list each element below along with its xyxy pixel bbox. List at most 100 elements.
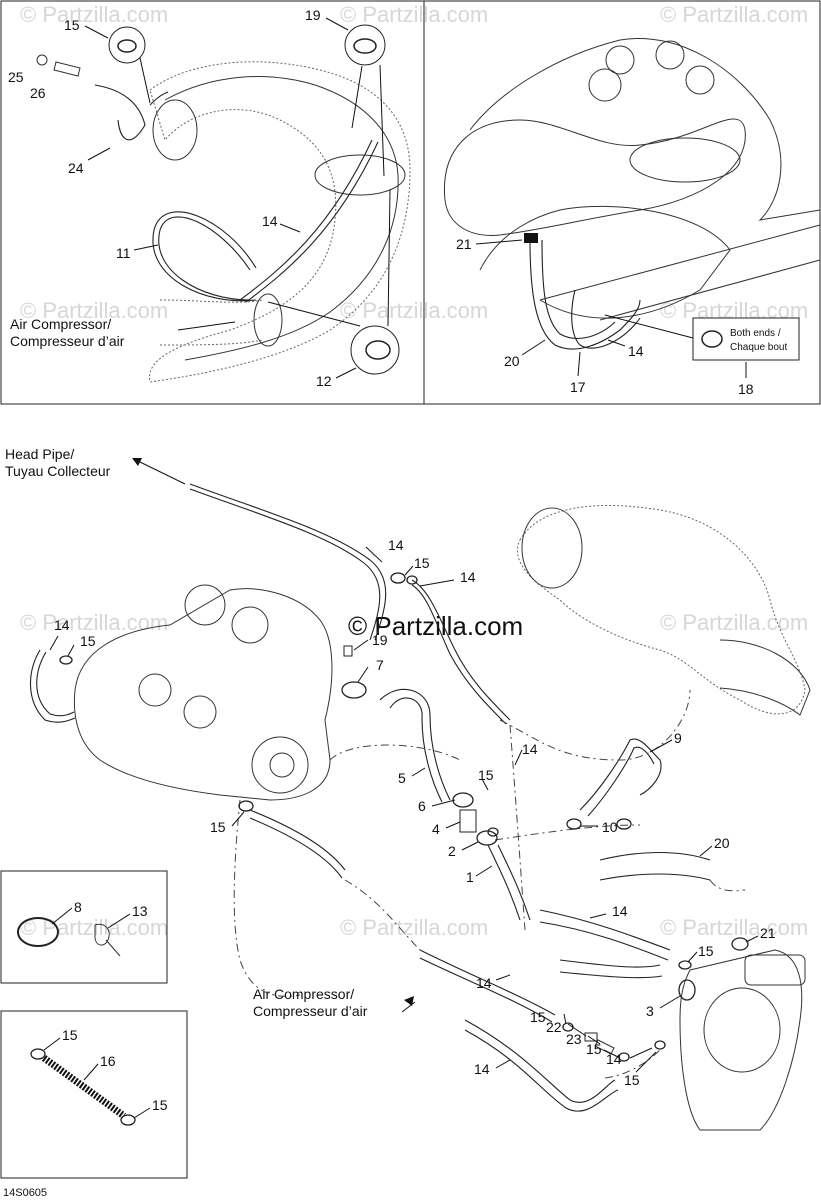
head-pipe-flange	[152, 99, 198, 161]
clamp-2	[476, 830, 498, 846]
callout-19: 19	[305, 7, 321, 23]
watermark-text: © Partzilla.com	[340, 2, 488, 27]
callout-14: 14	[606, 1051, 622, 1067]
clamp-icon	[238, 800, 254, 812]
leader-line	[604, 314, 694, 339]
clamp-21	[731, 937, 749, 951]
flywheel-cover	[251, 736, 309, 794]
connector-4	[459, 809, 477, 833]
leader-line	[107, 913, 131, 929]
callout-15: 15	[64, 17, 80, 33]
leader-line	[177, 321, 236, 331]
clamp-note-box	[692, 317, 800, 361]
hose-14-bottom	[464, 1019, 619, 1112]
routing-line	[499, 689, 691, 761]
clamp-6	[452, 792, 474, 808]
callout-14: 14	[460, 569, 476, 585]
leader-line	[387, 189, 391, 327]
leader-line	[563, 1013, 567, 1025]
callout-14: 14	[262, 213, 278, 229]
inset-seal-clamp: 8 13	[0, 870, 168, 984]
leader-line	[87, 147, 111, 161]
jet-pump-housing	[679, 949, 803, 1131]
pipe-sleeve	[719, 639, 811, 716]
watermark-text: © Partzilla.com	[660, 2, 808, 27]
valve-22	[584, 1032, 598, 1042]
throttle-body	[183, 695, 217, 729]
leader-line	[445, 821, 461, 829]
callout-6: 6	[418, 798, 426, 814]
cap-25	[36, 54, 48, 66]
leader-line	[745, 935, 759, 943]
watermark-text: © Partzilla.com	[660, 610, 808, 635]
clamp-icon	[353, 38, 377, 54]
clamp-callout-circle	[350, 325, 400, 375]
callout-15: 15	[624, 1072, 640, 1088]
callout-15: 15	[478, 767, 494, 783]
engine-cap	[231, 606, 269, 644]
tuned-pipe-outline	[516, 504, 806, 715]
clamp-icon	[30, 1048, 46, 1060]
hose-20	[599, 852, 711, 881]
leader-line	[495, 1059, 511, 1069]
callout-4: 4	[432, 821, 440, 837]
callout-25: 25	[8, 69, 24, 85]
callout-15: 15	[210, 819, 226, 835]
hose-14-mid	[539, 909, 671, 961]
fitting-3	[678, 979, 696, 1001]
leader-line	[353, 639, 369, 651]
leader-line	[357, 666, 369, 683]
leader-line	[495, 974, 511, 981]
hose-14-lower	[559, 959, 663, 979]
hose-to-head	[149, 91, 169, 106]
exhaust-manifold	[443, 118, 746, 236]
callout-15: 15	[414, 555, 430, 571]
clamp-icon	[678, 960, 692, 970]
leader-line	[635, 1051, 657, 1073]
routing-line	[233, 799, 301, 997]
air-compressor-label-line1: Air Compressor/	[253, 986, 354, 1002]
cooling-hose-11	[152, 211, 257, 302]
clamp-note-line1: Both ends /	[730, 328, 781, 339]
leader-line	[629, 1047, 653, 1059]
clamp-icon	[120, 1114, 136, 1126]
fitting-hose-24	[94, 84, 146, 141]
leader-line	[365, 546, 383, 563]
pipe-outlet-joint	[253, 293, 283, 347]
callout-18: 18	[738, 381, 754, 397]
leader-line	[419, 579, 455, 587]
leader-line	[461, 841, 479, 851]
routing-line	[344, 879, 421, 951]
leader-line	[567, 1023, 587, 1037]
engine-outline	[469, 38, 821, 319]
leader-line	[521, 339, 546, 356]
callout-14: 14	[522, 741, 538, 757]
engine-cap	[655, 40, 685, 70]
callout-20: 20	[504, 353, 520, 369]
clamp-7	[341, 681, 367, 699]
leader-line	[475, 239, 523, 245]
clamp-icon	[616, 818, 632, 830]
leader-line	[379, 64, 385, 177]
leader-line	[51, 907, 73, 925]
leader-line	[431, 799, 456, 807]
spring-16	[41, 1055, 127, 1119]
engine-cap	[605, 45, 635, 75]
callout-26: 26	[30, 85, 46, 101]
leader-line	[687, 951, 698, 963]
hose-clamp-21	[524, 233, 538, 243]
callout-15: 15	[152, 1097, 168, 1113]
air-compressor-label-line2: Compresseur d’air	[10, 333, 125, 349]
leader-line	[351, 65, 363, 129]
routing-line	[709, 879, 746, 892]
callout-17: 17	[570, 379, 586, 395]
throttle-body	[138, 673, 172, 707]
leader-line	[67, 644, 75, 657]
leader-line	[577, 351, 581, 377]
tuned-pipe-body	[164, 76, 399, 361]
leader-line	[335, 367, 357, 379]
clamp-icon	[406, 575, 418, 585]
callout-22: 22	[546, 1019, 562, 1035]
jet-pump-bore	[703, 987, 781, 1073]
